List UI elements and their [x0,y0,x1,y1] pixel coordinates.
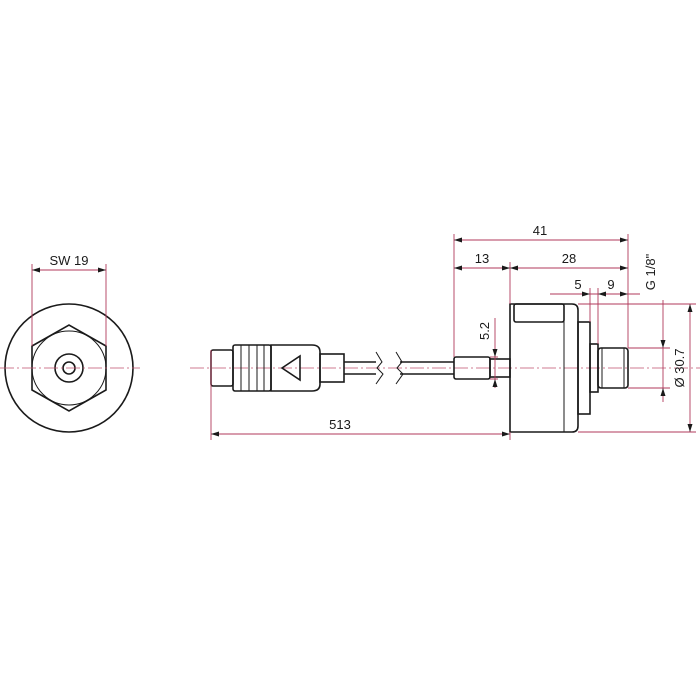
connector-body [270,344,321,392]
dimension-label-41: 41 [533,223,547,238]
dimension-label-9: 9 [607,277,614,292]
dimension-label-diameter: Ø 30.7 [672,348,687,387]
cable-strain-relief [319,353,345,383]
dimension-sw19: SW 19 [31,253,107,346]
dimension-label-5-2: 5.2 [477,322,492,340]
dimension-label-513: 513 [329,417,351,432]
dimension-41: 41 [453,223,629,357]
hex-nut-outline [31,324,107,412]
cable-break-left [375,351,384,385]
dimension-513: 513 [210,350,511,440]
thread-fitting [597,347,629,389]
dimension-label-13: 13 [475,251,489,266]
housing-body [509,303,579,433]
dimension-13-28: 13 28 [454,251,628,304]
dimension-label-sw19: SW 19 [49,253,88,268]
connector-plug [210,344,345,392]
dimension-diameter: Ø 30.7 [578,303,696,433]
cable-break-right [395,351,404,385]
dimension-thread: G 1/8" [628,253,670,402]
dimension-label-5: 5 [574,277,581,292]
dimension-5-2: 5.2 [477,318,498,388]
dimension-label-thread: G 1/8" [643,253,658,290]
end-view [0,303,140,433]
cable [344,351,454,385]
dimension-5-9: 5 9 [550,277,640,344]
dimension-label-28: 28 [562,251,576,266]
housing-label-recess [513,303,565,323]
sensor-housing [509,303,629,433]
